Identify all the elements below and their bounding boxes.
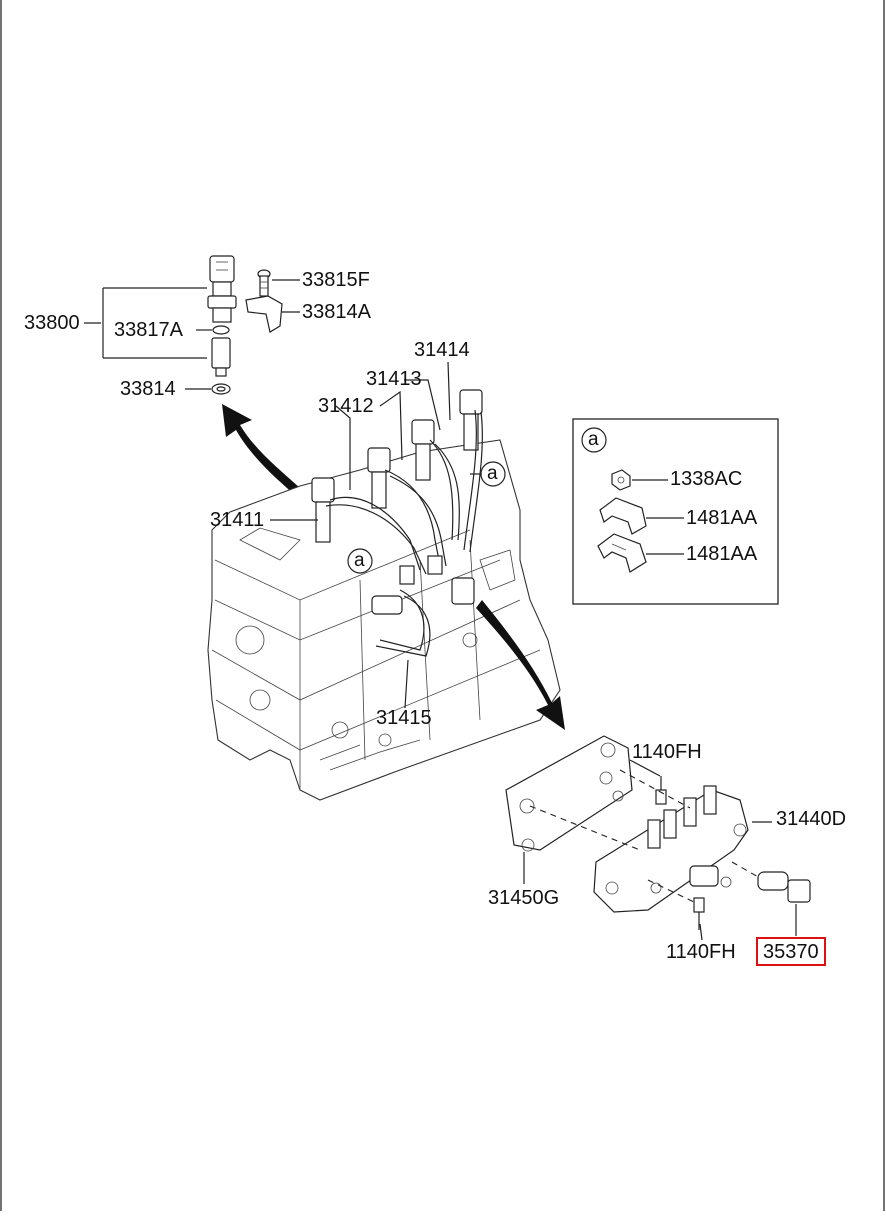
callout-letter: a (354, 550, 365, 571)
label-bolt: 33815F (302, 269, 370, 291)
clip-icon (597, 533, 647, 573)
engine-injectors-icon (311, 389, 483, 543)
bolt-icon (257, 269, 271, 297)
arrow-icon (222, 404, 300, 496)
label-rail: 31440D (776, 808, 847, 830)
engine-block-icon (207, 439, 561, 801)
legend-letter: a (588, 429, 599, 450)
injector-icon (207, 255, 237, 323)
callout-circle-icon (347, 548, 373, 574)
bracket-icon (505, 735, 633, 852)
label-injector-assembly: 33800 (24, 312, 80, 334)
legend-box (572, 418, 779, 605)
label-line-31412: 31412 (318, 395, 374, 417)
nut-icon (611, 469, 631, 491)
label-bolt-lower: 1140FH (666, 941, 736, 963)
label-o-ring: 33817A (114, 319, 183, 341)
callout-circle-icon (480, 461, 506, 487)
label-bracket: 31450G (488, 887, 560, 909)
rail-icon (593, 785, 749, 913)
clip-icon (599, 497, 647, 535)
sensor-icon (757, 871, 811, 903)
legend-item-label: 1481AA (686, 543, 758, 565)
label-line-31411: 31411 (210, 509, 265, 531)
bolt-icon (655, 776, 667, 805)
legend-item-label: 1481AA (686, 507, 758, 529)
fuel-lines-icon (325, 409, 483, 657)
label-clamp: 33814A (302, 301, 371, 323)
label-line-31414: 31414 (414, 339, 470, 361)
label-sensor-highlighted[interactable]: 35370 (756, 937, 826, 966)
label-line-31413: 31413 (366, 368, 422, 390)
label-line-31415: 31415 (376, 707, 432, 729)
washer-icon (211, 383, 231, 395)
clamp-icon (245, 295, 283, 333)
label-washer: 33814 (120, 378, 176, 400)
label-bolt-upper: 1140FH (632, 741, 702, 763)
arrow-icon (476, 600, 565, 730)
callout-letter: a (487, 463, 498, 484)
callout-circle-icon (581, 427, 607, 453)
legend-item-label: 1338AC (670, 468, 743, 490)
o-ring-icon (212, 325, 230, 335)
nozzle-icon (211, 337, 231, 377)
bolt-icon (693, 897, 705, 930)
